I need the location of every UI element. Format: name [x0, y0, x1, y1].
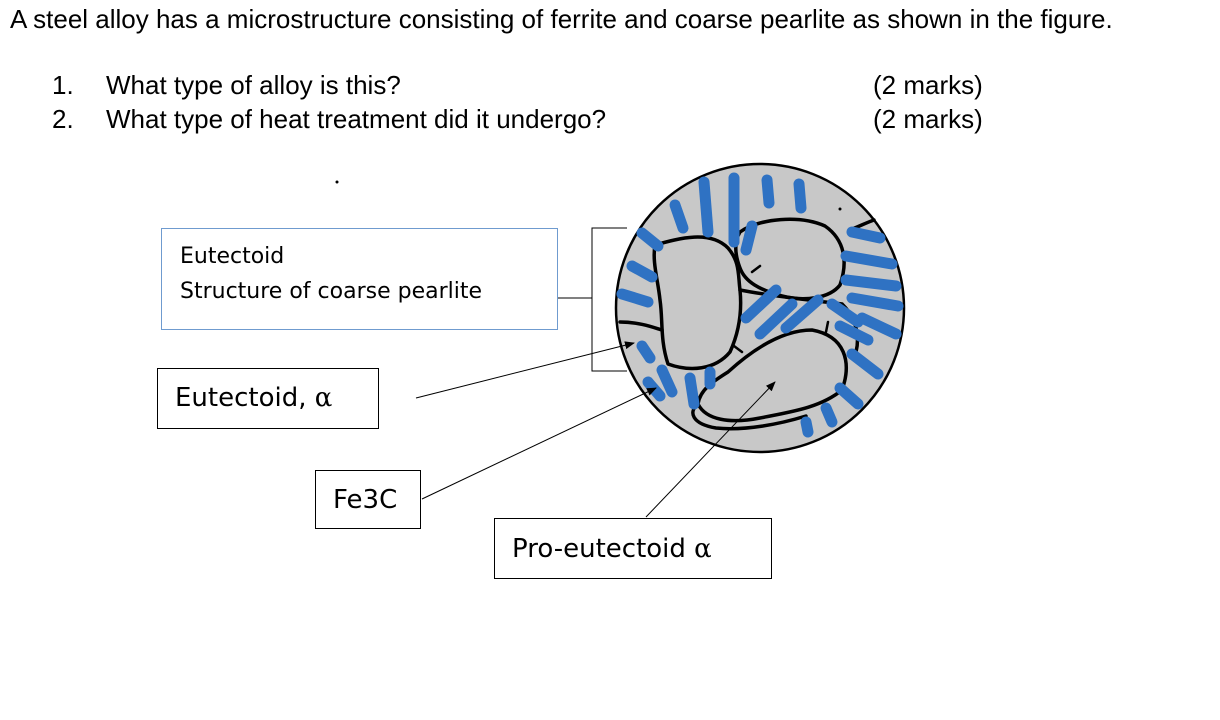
- question-text: What type of heat treatment did it under…: [106, 104, 607, 134]
- eutectoid-alpha-label: Eutectoid,: [175, 383, 315, 413]
- pro-eutectoid-label: Pro-eutectoid: [512, 534, 695, 564]
- alpha-symbol: α: [314, 383, 333, 413]
- grain-dot: [838, 207, 842, 211]
- pro-eutectoid-arrow: [645, 381, 776, 518]
- question-number: 1.: [52, 70, 74, 100]
- eutectoid-alpha-arrow: [415, 341, 635, 399]
- question-intro: A steel alloy has a microstructure consi…: [10, 4, 1113, 34]
- fe3c-label: Fe3C: [333, 485, 398, 515]
- cementite-lamellae: [616, 172, 904, 438]
- question-number: 2.: [52, 104, 74, 134]
- alpha-symbol: α: [694, 534, 712, 564]
- fe3c-label-box: Fe3C: [315, 470, 421, 529]
- pearlite-label-line1: Eutectoid: [180, 244, 285, 269]
- eutectoid-alpha-label-box: Eutectoid, α: [157, 368, 379, 429]
- question-marks: (2 marks): [873, 70, 983, 100]
- boundary-ticks: [732, 264, 830, 354]
- question-text: What type of alloy is this?: [106, 70, 401, 100]
- pearlite-label-box: Eutectoid Structure of coarse pearlite: [161, 228, 558, 330]
- pro-eutectoid-label-box: Pro-eutectoid α: [494, 518, 772, 579]
- question-marks: (2 marks): [873, 104, 983, 134]
- fe3c-arrow: [421, 387, 657, 500]
- pearlite-bracket: [591, 227, 627, 372]
- stray-dot: [335, 180, 339, 184]
- pearlite-label-line2: Structure of coarse pearlite: [180, 279, 483, 304]
